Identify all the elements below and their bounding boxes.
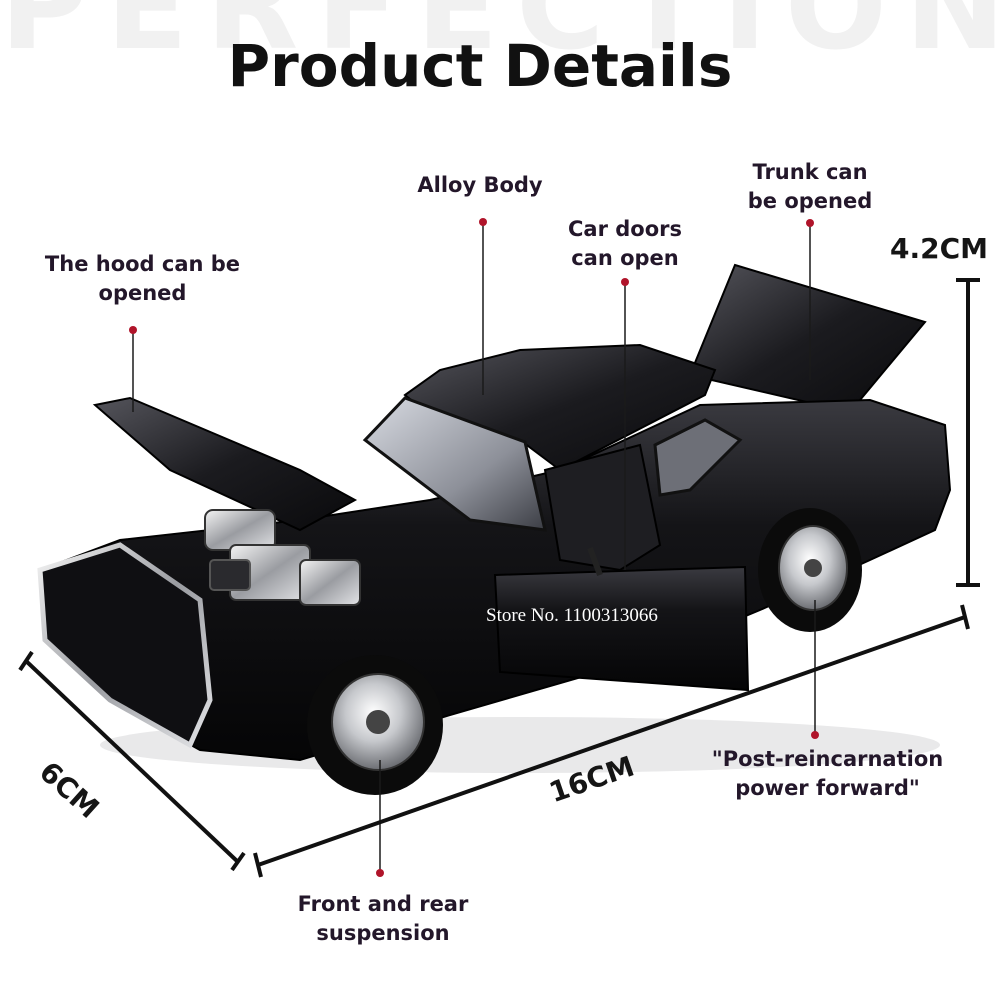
- door-opening: [543, 443, 662, 572]
- callout-power-forward: "Post-reincarnation power forward": [711, 747, 944, 800]
- store-number-label: Store No. 1100313066: [486, 605, 658, 626]
- rear-wheel: [758, 508, 862, 632]
- page-title: Product Details: [227, 32, 733, 100]
- open-door: [493, 565, 750, 692]
- callout-lines: [132, 222, 816, 873]
- dimension-height-label: 4.2CM: [890, 232, 989, 265]
- trunk-lid: [688, 263, 927, 414]
- windshield: [362, 396, 547, 532]
- front-grille: [37, 542, 213, 749]
- rear-side-window: [653, 418, 743, 497]
- callout-trunk: Trunk can be opened: [747, 160, 873, 213]
- callout-dots: [129, 218, 819, 877]
- dimension-lines: [18, 278, 980, 878]
- background-watermark-text: PERFECTION: [0, 0, 1000, 77]
- callout-hood: The hood can be opened: [44, 252, 241, 305]
- side-mirror: [587, 546, 603, 577]
- callout-doors: Car doors can open: [568, 217, 682, 270]
- engine: [204, 509, 361, 606]
- front-wheel: [307, 655, 443, 795]
- callout-alloy-body: Alloy Body: [417, 173, 543, 197]
- callout-suspension: Front and rear suspension: [297, 892, 469, 945]
- hood-lid: [92, 396, 358, 532]
